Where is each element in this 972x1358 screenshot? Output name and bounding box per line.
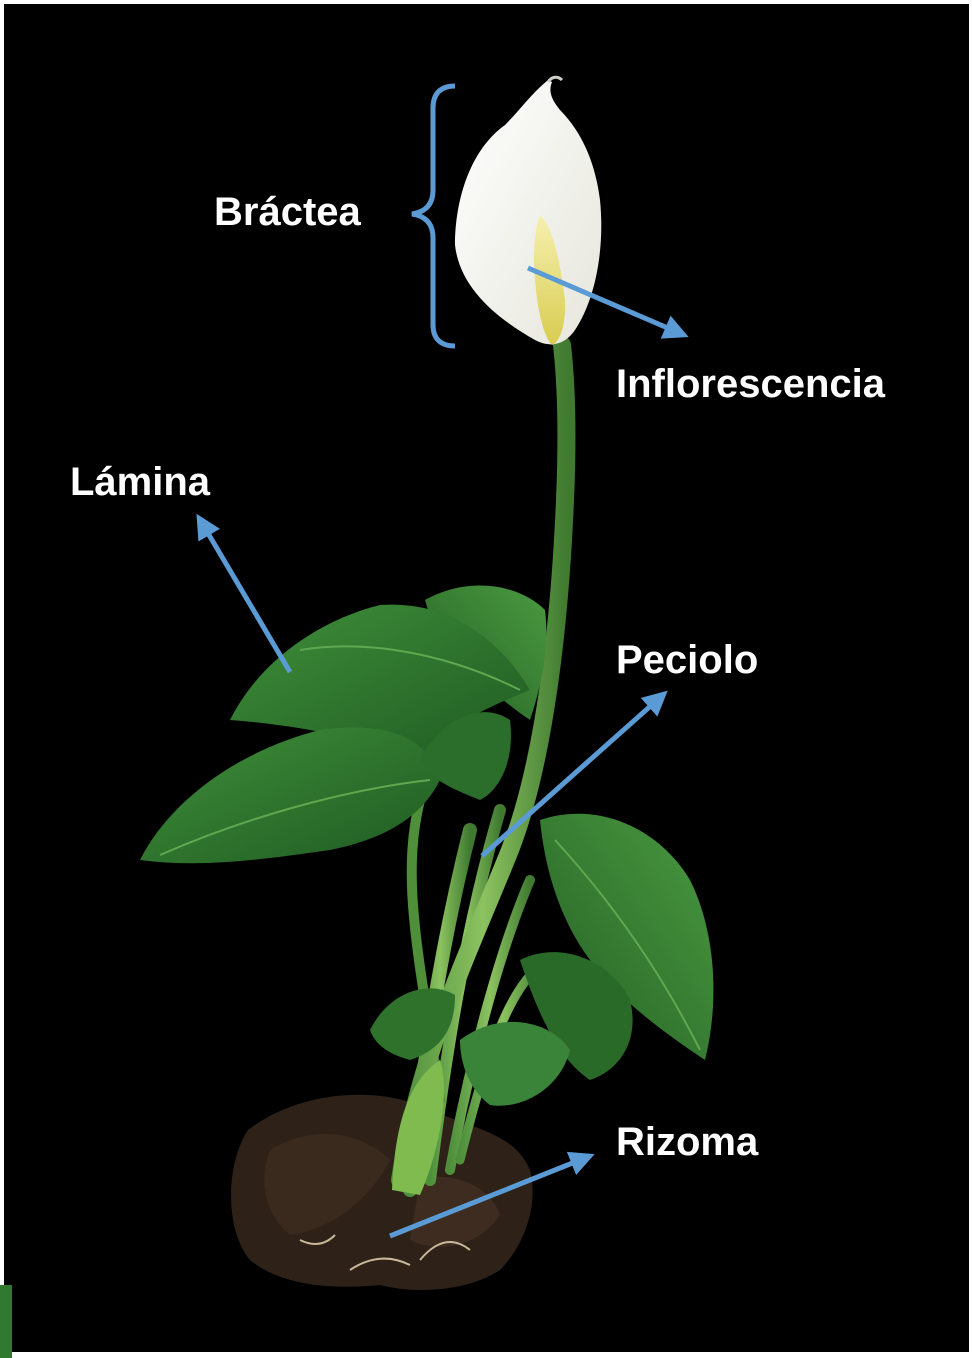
label-inflorescencia: Inflorescencia (616, 364, 885, 404)
label-rizoma: Rizoma (616, 1122, 758, 1162)
green-corner (0, 1285, 12, 1358)
label-peciolo: Peciolo (616, 640, 758, 680)
label-lamina: Lámina (70, 462, 210, 502)
label-bractea: Bráctea (214, 192, 361, 232)
